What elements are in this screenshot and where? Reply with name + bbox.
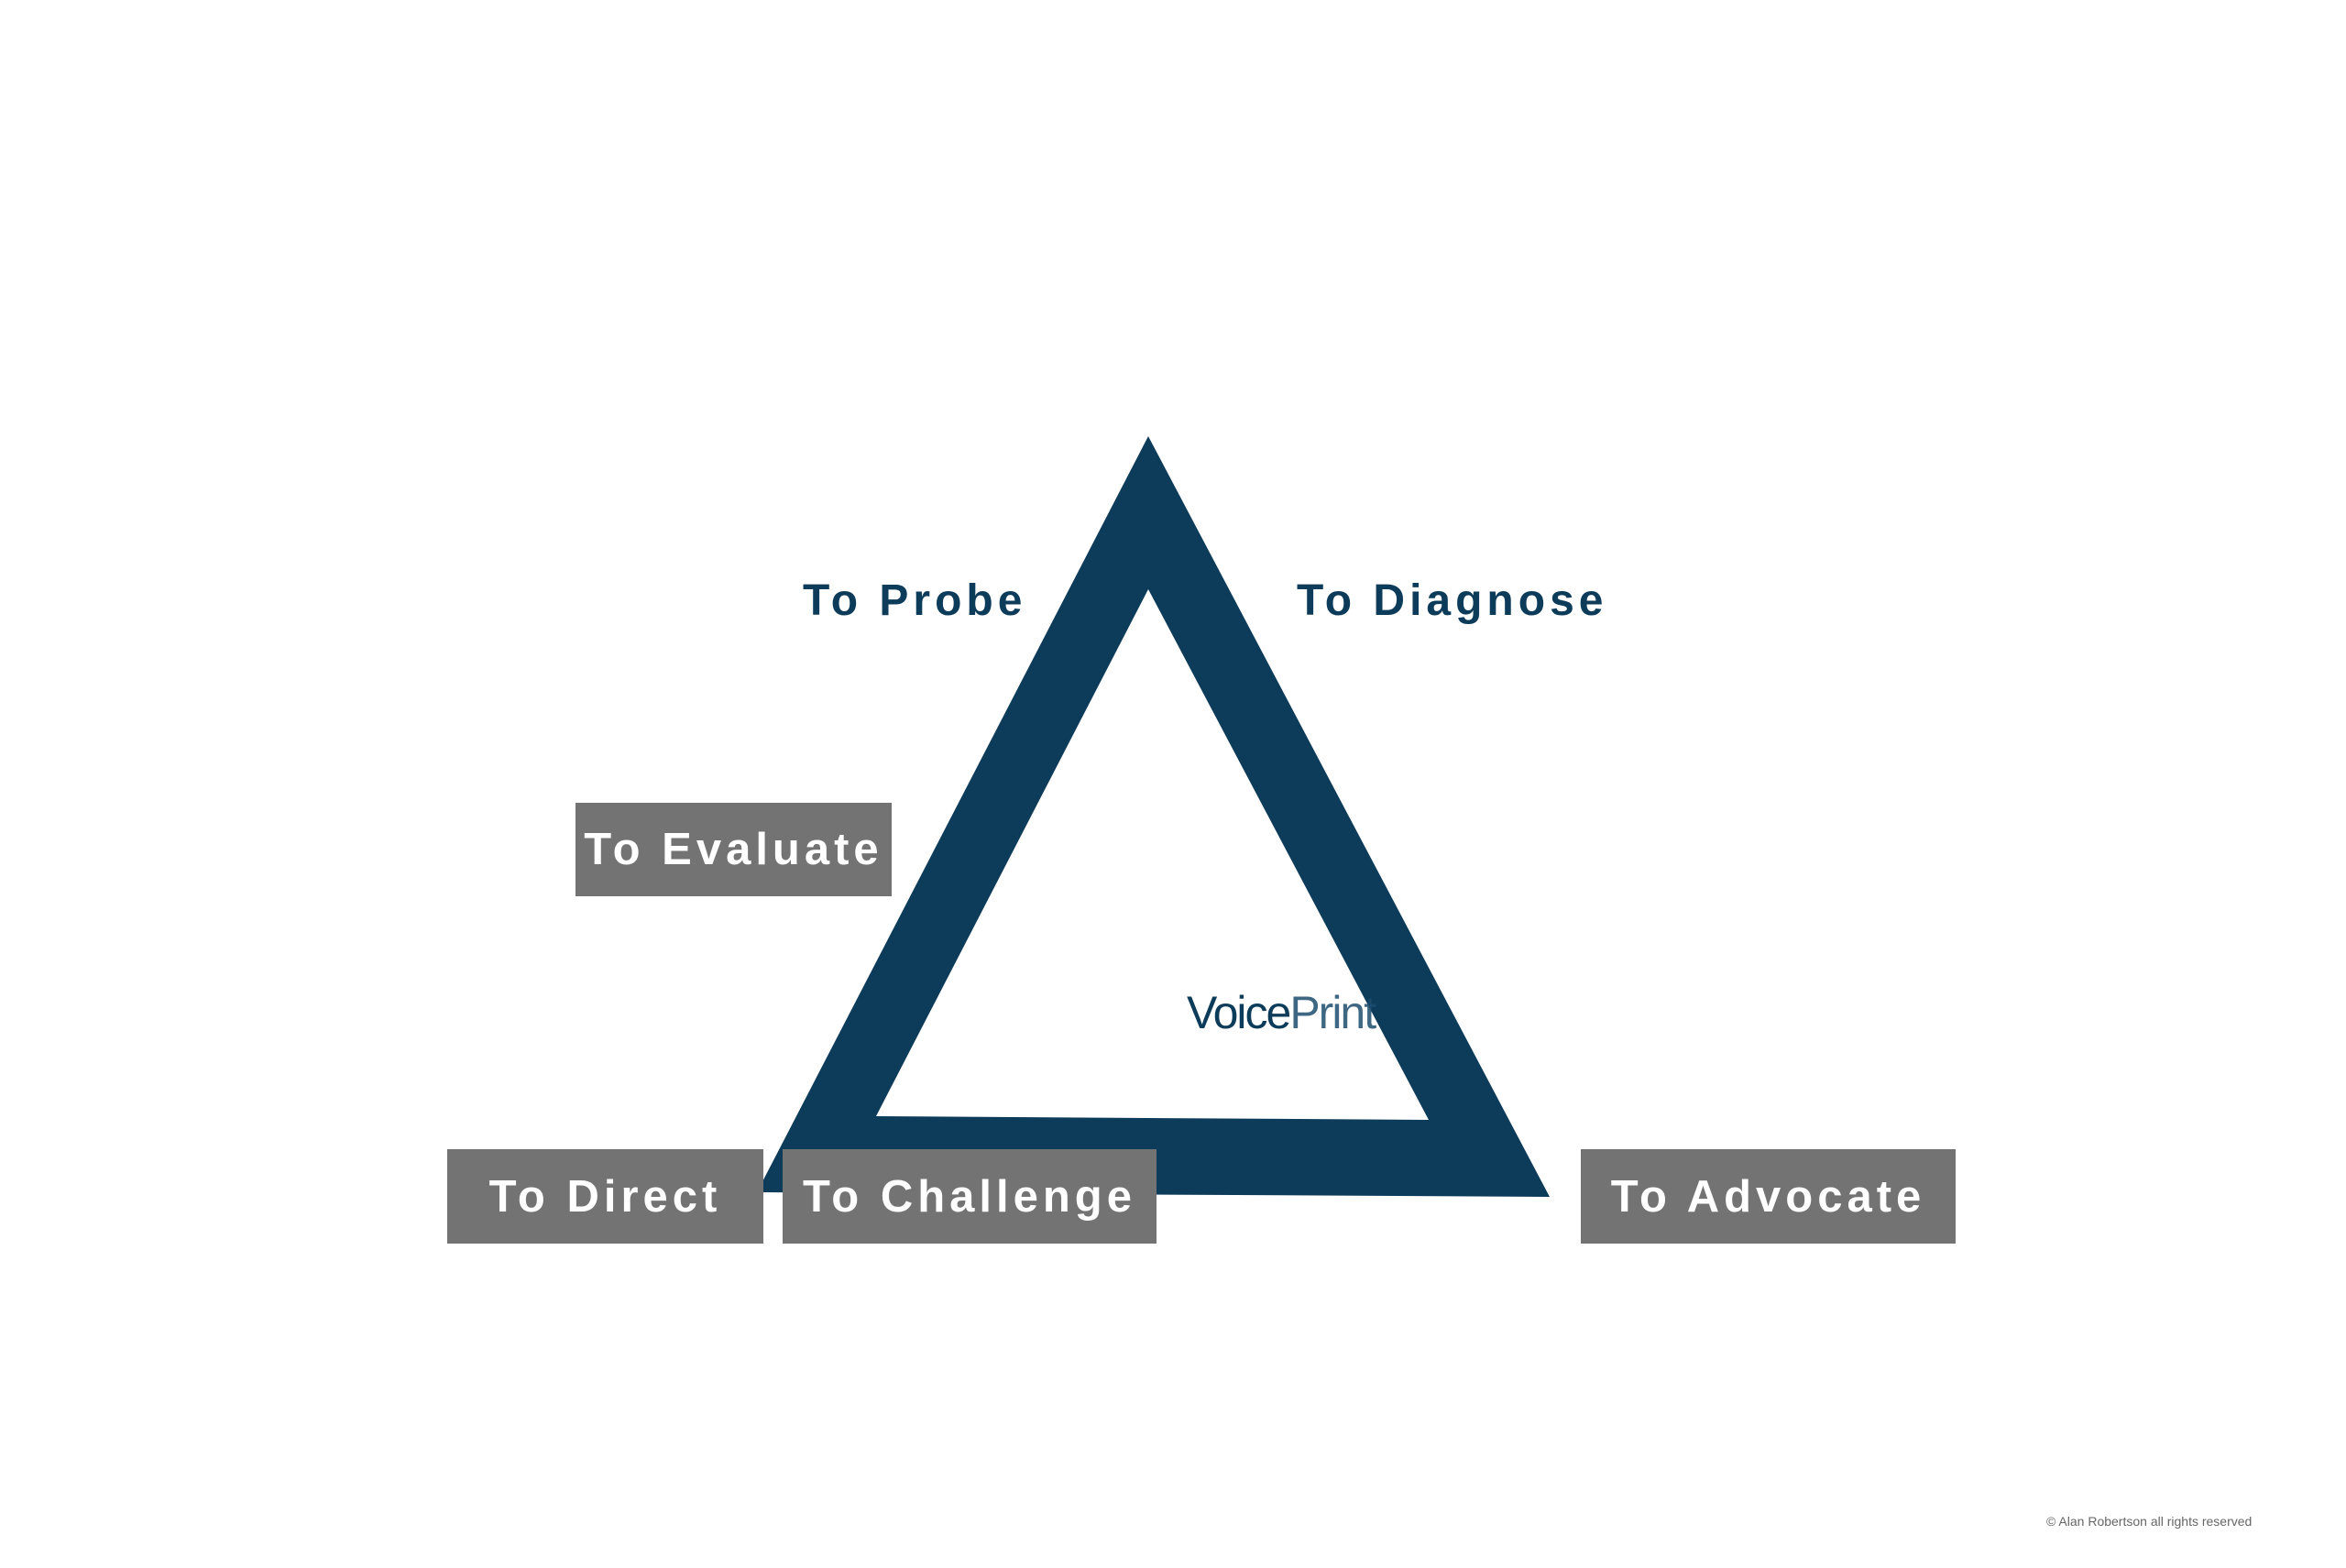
label-to-probe: To Probe: [803, 576, 1027, 625]
logo-print: Print: [1289, 987, 1376, 1038]
box-to-evaluate: To Evaluate: [576, 803, 892, 896]
triangle-shape: [757, 436, 1550, 1197]
logo-voice: Voice: [1187, 987, 1291, 1038]
copyright-notice: © Alan Robertson all rights reserved: [2046, 1514, 2253, 1529]
box-to-direct: To Direct: [447, 1149, 763, 1244]
box-to-advocate: To Advocate: [1581, 1149, 1956, 1244]
box-to-challenge: To Challenge: [783, 1149, 1157, 1244]
voiceprint-logo: VoicePrint: [1187, 987, 1376, 1038]
label-to-diagnose: To Diagnose: [1297, 576, 1608, 625]
